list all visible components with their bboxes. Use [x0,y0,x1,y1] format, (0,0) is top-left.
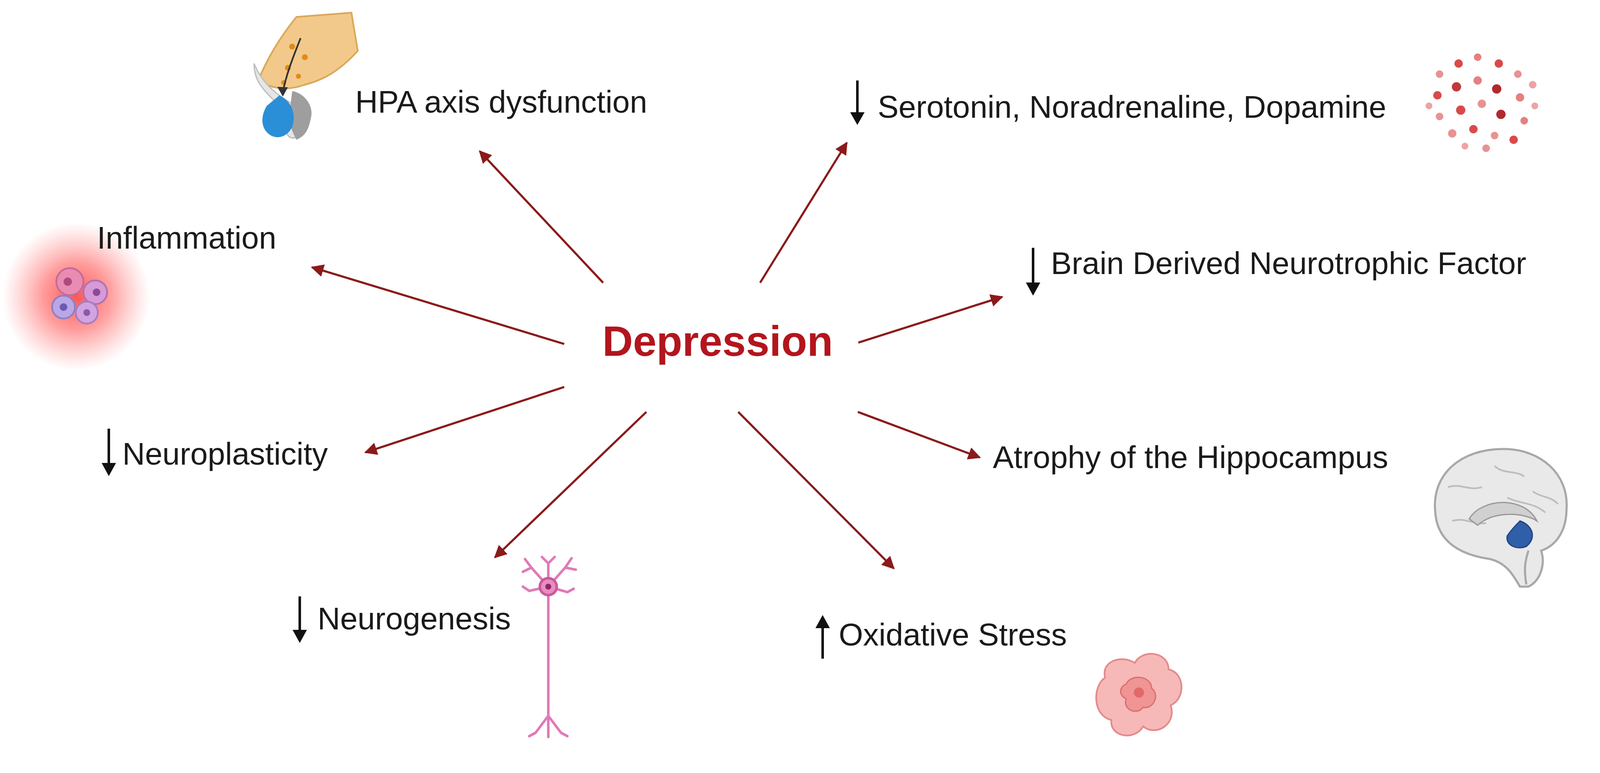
label-text: HPA axis dysfunction [355,83,648,120]
hpa-axis-icon [254,12,358,140]
effect-arrow [312,267,565,344]
label-text: Neurogenesis [317,600,512,637]
oxidative-stress-icon [1096,653,1182,736]
effect-arrow [365,386,565,453]
label-text: Depression [602,316,834,366]
label-text: Serotonin, Noradrenaline, Dopamine [877,88,1387,125]
effect-label: Inflammation [96,219,277,256]
effect-arrow [494,411,647,558]
effect-arrow [479,151,603,283]
central-concept: Depression [564,282,859,412]
effect-arrow [857,411,980,458]
effect-arrow [858,296,1003,343]
label-text: Brain Derived Neurotrophic Factor [1050,245,1527,282]
effect-arrow [738,411,894,569]
effect-arrow [759,142,847,283]
label-text: Neuroplasticity [122,435,328,472]
change-arrows [101,80,1041,659]
brain-hippocampus-icon [1434,448,1567,587]
effect-label: Brain Derived Neurotrophic Factor [1050,245,1527,282]
label-text: Inflammation [96,219,277,256]
effect-label: Neurogenesis [317,600,512,637]
effect-label: HPA axis dysfunction [355,83,648,120]
effect-label: Neuroplasticity [122,435,328,472]
neurotransmitter-dots [1425,53,1539,152]
effect-label: Serotonin, Noradrenaline, Dopamine [877,88,1387,125]
neuron-icon [522,556,576,737]
effect-label: Atrophy of the Hippocampus [992,439,1389,476]
label-text: Oxidative Stress [838,616,1067,653]
effect-label: Oxidative Stress [838,616,1067,653]
label-text: Atrophy of the Hippocampus [992,439,1389,476]
